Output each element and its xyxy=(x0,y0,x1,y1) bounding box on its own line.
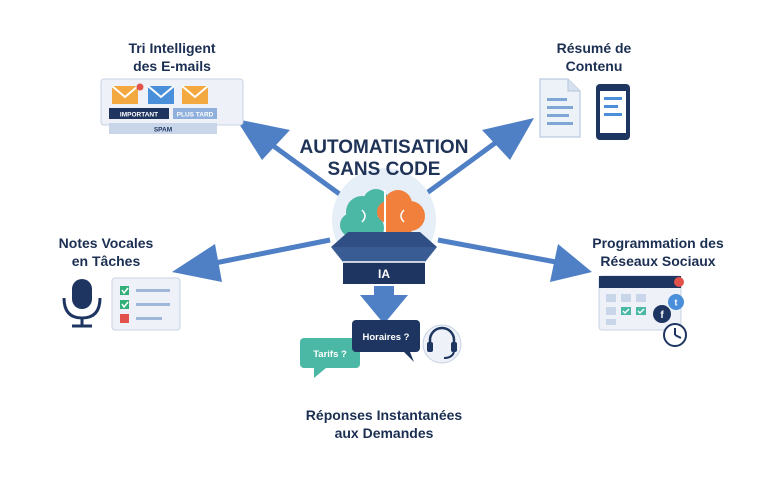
notification-dot xyxy=(136,83,144,91)
diagram-title: AUTOMATISATION SANS CODE xyxy=(284,137,484,181)
envelope-icon xyxy=(111,85,139,104)
microphone-icon xyxy=(62,279,102,328)
arrow-to-summary xyxy=(418,118,534,201)
tag-important-bg xyxy=(109,108,169,119)
twitter-letter: t xyxy=(675,298,678,308)
tag-spam: SPAM xyxy=(154,127,172,134)
facebook-letter: f xyxy=(660,310,664,321)
label-replies: Réponses Instantanées aux Demandes xyxy=(305,407,463,441)
checklist-icon xyxy=(111,277,181,331)
hub-label: IA xyxy=(378,267,390,281)
calendar-dot xyxy=(674,277,684,287)
tag-important: IMPORTANT xyxy=(120,112,158,119)
smartphone-icon xyxy=(596,84,630,140)
tag-later: PLUS TARD xyxy=(177,112,214,119)
document-icon xyxy=(539,78,581,138)
tag-spam-bg xyxy=(109,123,217,134)
title-line1: AUTOMATISATION xyxy=(299,137,469,158)
chat-bubble-icon xyxy=(300,338,360,378)
arrow-to-replies xyxy=(360,286,408,324)
bubble-prices: Tarifs ? xyxy=(313,349,347,360)
label-summary: Résumé de Contenu xyxy=(556,40,632,74)
headset-icon xyxy=(422,324,462,364)
box-icon xyxy=(331,232,437,284)
label-emails: Tri Intelligent des E-mails xyxy=(128,40,216,74)
clock-icon xyxy=(663,323,687,347)
arrow-to-social xyxy=(437,237,592,282)
hub xyxy=(331,168,437,284)
title-line2: SANS CODE xyxy=(327,159,441,180)
envelope-icon xyxy=(147,85,175,104)
chat-bubble-icon xyxy=(352,320,420,362)
arrow-to-emails xyxy=(236,119,347,201)
twitter-icon xyxy=(668,294,684,310)
emails-card xyxy=(100,78,244,134)
tag-later-bg xyxy=(173,108,217,119)
arrow-to-voice xyxy=(172,237,331,282)
bubble-hours: Horaires ? xyxy=(363,332,410,343)
envelope-icon xyxy=(181,85,209,104)
facebook-icon xyxy=(653,305,671,323)
label-voice: Notes Vocales en Tâches xyxy=(58,235,154,269)
label-social: Programmation des Réseaux Sociaux xyxy=(592,235,724,269)
